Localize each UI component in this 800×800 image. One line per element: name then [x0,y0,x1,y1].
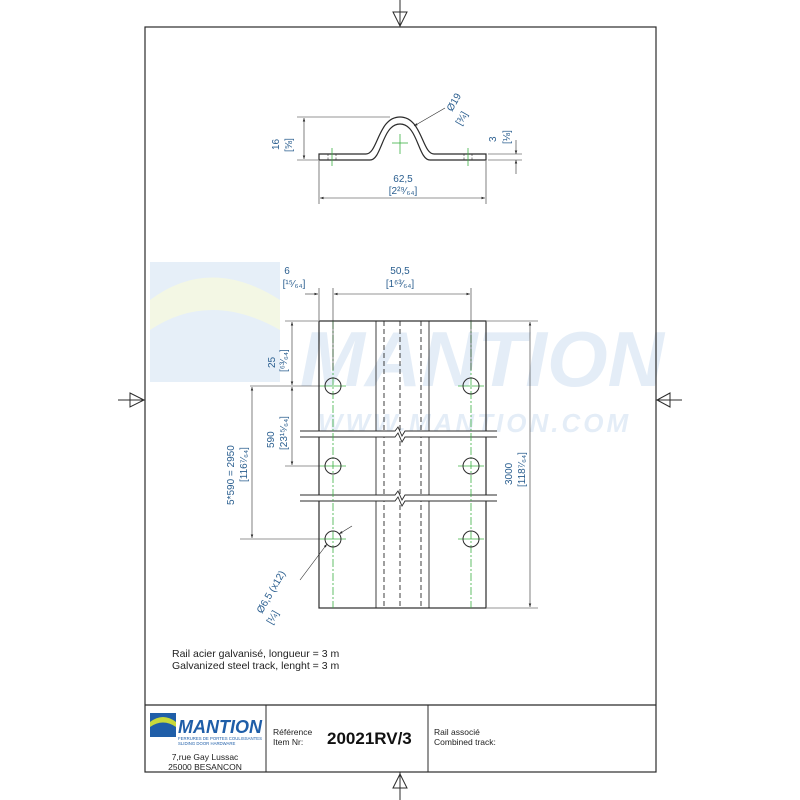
dim-length: 3000 [504,462,515,485]
dim-spacing-in: [1⁶³⁄₆₄] [386,279,415,290]
dim-hole: Ø6,5 (x12) [255,569,288,615]
note-fr: Rail acier galvanisé, longueur = 3 m [172,648,339,660]
profile-view: 16 [⅝] 3 [⅛] Ø19 [¾] 62,5 [2²⁹⁄₆₄] [271,91,522,204]
ref-label-en: Item Nr: [273,737,303,747]
note-en: Galvanized steel track, lenght = 3 m [172,660,339,672]
logo-text: MANTION [178,717,263,737]
dim-height: 16 [271,138,282,150]
hole [462,530,480,548]
dim-height-in: [⅝] [284,138,295,152]
dim-total-pitch-in: [116⁷⁄₆₄] [239,447,250,482]
hole [324,457,342,475]
dim-edge: 6 [284,266,290,277]
dim-thickness: 3 [488,136,499,142]
logo-tagline-2: SLIDING DOOR HARDWARE [178,741,236,746]
dim-top-offset: 25 [267,356,278,368]
profile-outline [318,116,487,161]
dim-thickness-in: [⅛] [502,130,513,144]
address-line-2: 25000 BESANCON [168,762,242,772]
dim-dia-hole: Ø19 [445,91,464,113]
hole [324,377,342,395]
watermark-text: MANTION [300,315,666,403]
break-lines [300,426,497,507]
address-line-1: 7,rue Gay Lussac [172,752,239,762]
dim-pitch-in: [23¹⁵⁄₆₄] [279,416,290,450]
dim-width-in: [2²⁹⁄₆₄] [389,186,418,197]
dim-total-pitch: 5*590 = 2950 [226,445,237,505]
combined-label-fr: Rail associé [434,727,480,737]
hole [324,530,342,548]
hole [462,377,480,395]
dim-length-in: [118⁷⁄₆₄] [517,452,528,487]
reference-number: 20021RV/3 [327,729,412,748]
dim-top-offset-in: [⁶³⁄₆₄] [279,349,290,372]
profile-centerlines [331,134,469,166]
plan-dimension-lines [240,288,538,609]
watermark: MANTION WWW.MANTION.COM [150,262,666,438]
dim-width: 62,5 [393,174,413,185]
hole [462,457,480,475]
dim-pitch: 590 [266,431,277,448]
logo-tagline-1: FERRURES DE PORTES COULISSANTES [178,736,262,741]
combined-label-en: Combined track: [434,737,496,747]
watermark-logo-swoosh [150,277,280,330]
title-block: MANTION FERRURES DE PORTES COULISSANTES … [145,704,656,772]
rail-inner-lines [375,321,430,608]
dim-edge-in: [¹⁵⁄₆₄] [283,279,306,290]
centering-marks [118,0,682,800]
dim-spacing: 50,5 [390,266,410,277]
ref-label-fr: Référence [273,727,312,737]
dim-dia-hole-in: [¾] [454,110,471,128]
rail-outline [318,320,487,609]
mantion-logo: MANTION FERRURES DE PORTES COULISSANTES … [150,713,263,746]
